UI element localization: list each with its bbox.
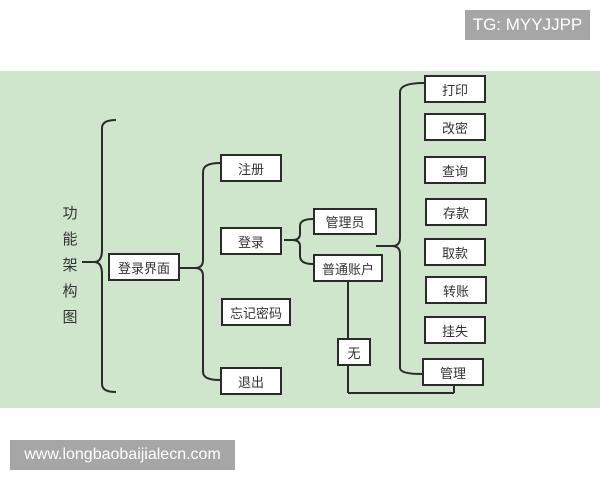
title-char: 功 [62,204,78,222]
node-admin: 管理员 [313,208,377,235]
node-manage: 管理 [422,358,484,386]
node-report-loss: 挂失 [424,316,486,344]
node-login: 登录 [220,227,282,255]
watermark-bottom: www.longbaobaijialecn.com [10,440,235,470]
node-none: 无 [337,338,371,366]
diagram-title: 功 能 架 构 图 [60,200,80,330]
title-char: 能 [62,230,78,248]
node-logout: 退出 [220,367,282,395]
title-char: 构 [62,282,78,300]
node-withdraw: 取款 [424,238,486,266]
diagram-canvas [0,71,600,408]
watermark-top: TG: MYYJJPP [465,10,590,40]
node-regular-account: 普通账户 [313,254,383,282]
title-char: 架 [62,256,78,274]
node-forgot-password: 忘记密码 [221,298,291,326]
node-query: 查询 [424,156,486,184]
node-register: 注册 [220,154,282,182]
node-print: 打印 [424,75,486,103]
node-login-interface: 登录界面 [108,253,180,281]
node-transfer: 转账 [425,276,487,304]
title-char: 图 [62,308,78,326]
node-deposit: 存款 [425,198,487,226]
node-change-password: 改密 [424,113,486,141]
